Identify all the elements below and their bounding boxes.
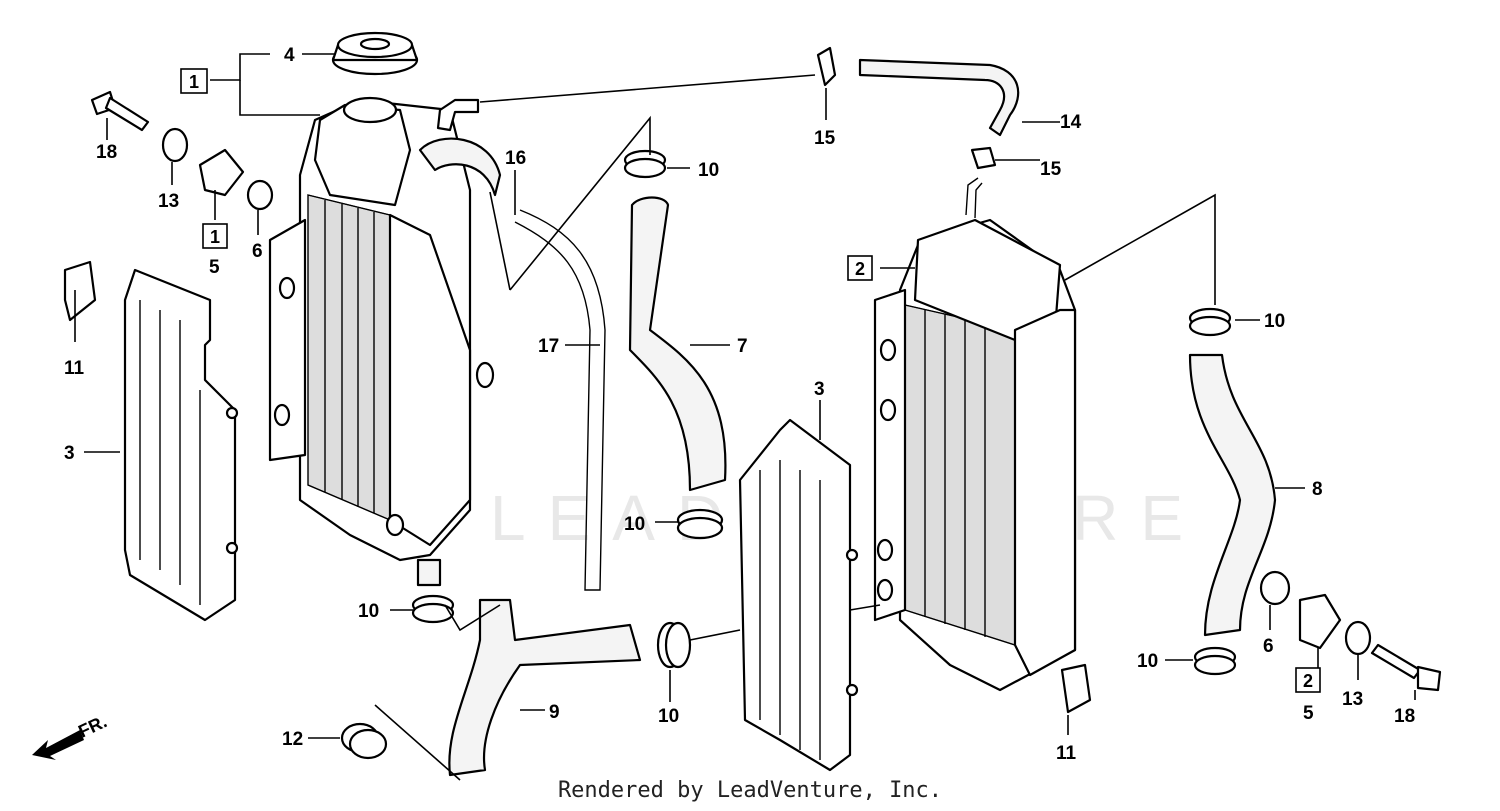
label-17: 17 bbox=[538, 336, 559, 357]
lower-hose bbox=[448, 598, 642, 777]
label-8: 8 bbox=[1312, 479, 1323, 500]
radiator-guard-right bbox=[738, 418, 859, 772]
label-16: 16 bbox=[505, 148, 526, 169]
leader-lines bbox=[74, 53, 1416, 781]
upper-hose-right bbox=[1188, 353, 1277, 637]
label-5a: 5 bbox=[209, 257, 220, 278]
hose-clamp bbox=[340, 46, 1237, 760]
breather-tube bbox=[858, 58, 1020, 137]
label-2b: 2 bbox=[1303, 671, 1313, 691]
label-10b: 10 bbox=[1264, 311, 1285, 332]
radiator-cap bbox=[331, 31, 419, 76]
label-6b: 6 bbox=[1263, 636, 1274, 657]
label-11b: 11 bbox=[1056, 743, 1077, 764]
label-box-2b bbox=[1295, 667, 1321, 693]
label-10e: 10 bbox=[1137, 651, 1158, 672]
label-2a: 2 bbox=[855, 259, 865, 279]
label-14: 14 bbox=[1060, 112, 1082, 133]
label-11a: 11 bbox=[64, 358, 85, 379]
label-13b: 13 bbox=[1342, 689, 1363, 710]
label-7: 7 bbox=[737, 336, 748, 357]
label-18a: 18 bbox=[96, 142, 117, 163]
radiator-left bbox=[268, 96, 502, 587]
label-15a: 15 bbox=[814, 128, 836, 149]
radiator-right bbox=[873, 177, 1077, 692]
label-18b: 18 bbox=[1394, 706, 1415, 727]
render-credit: Rendered by LeadVenture, Inc. bbox=[557, 778, 943, 803]
label-10d: 10 bbox=[358, 601, 379, 622]
label-box-1a bbox=[180, 68, 208, 94]
upper-hose-left bbox=[628, 196, 727, 492]
label-4: 4 bbox=[284, 45, 295, 66]
label-12: 12 bbox=[282, 729, 303, 750]
label-13a: 13 bbox=[158, 191, 179, 212]
label-10a: 10 bbox=[698, 160, 719, 181]
label-3a: 3 bbox=[64, 443, 75, 464]
label-box-2a bbox=[847, 255, 873, 281]
label-9: 9 bbox=[549, 702, 560, 723]
mount-hardware bbox=[63, 90, 1442, 714]
label-box-1b bbox=[202, 223, 228, 249]
label-1a: 1 bbox=[189, 72, 199, 92]
label-10c: 10 bbox=[624, 514, 645, 535]
radiator-guard-left bbox=[123, 268, 239, 622]
overflow-tube bbox=[514, 209, 606, 591]
label-5b: 5 bbox=[1303, 703, 1314, 724]
label-3b: 3 bbox=[814, 379, 825, 400]
label-10f: 10 bbox=[658, 706, 679, 727]
front-direction-arrow: FR. bbox=[32, 711, 110, 760]
label-15b: 15 bbox=[1040, 159, 1062, 180]
callout-labels: 4 1 18 13 1 5 6 16 15 14 15 10 2 10 11 3… bbox=[64, 45, 1415, 764]
label-1b: 1 bbox=[210, 227, 220, 247]
label-6a: 6 bbox=[252, 241, 263, 262]
